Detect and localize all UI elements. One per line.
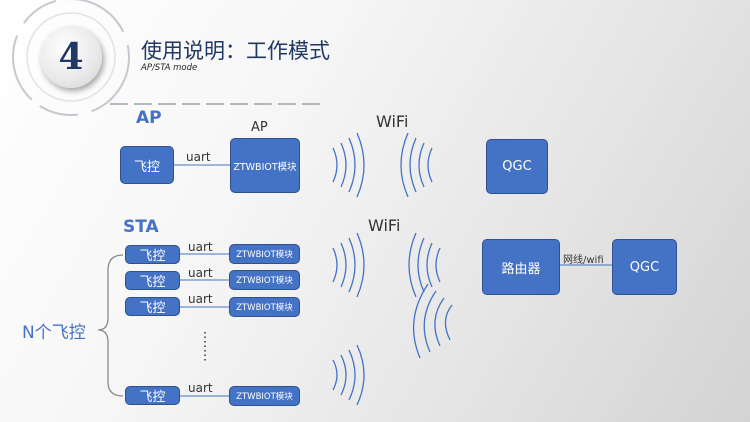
sta-wifi-waves-out-lower [332, 344, 365, 406]
sta-wifi-waves-in-lower [412, 283, 453, 359]
group-bracket [97, 254, 124, 397]
ap-wifi-waves-out [332, 132, 365, 198]
section-number-badge: 4 [40, 26, 102, 88]
sta-module-box-1: ZTWBIOT模块 [229, 244, 300, 264]
sta-wifi-waves-in-upper [408, 232, 441, 298]
sta-qgc-box: QGC [612, 239, 677, 295]
ap-module-caption: AP [251, 120, 268, 135]
sta-uart-label-3: uart [188, 292, 213, 306]
sta-flight-controller-box-1: 飞控 [125, 245, 180, 264]
sta-flight-controller-box-3: 飞控 [125, 297, 180, 316]
sta-module-box-4: ZTWBIOT模块 [229, 386, 300, 406]
sta-uart-label-2: uart [188, 266, 213, 280]
badge-ring-outer [12, 0, 130, 116]
sta-uart-label-1: uart [188, 240, 213, 254]
badge-ring-inner [26, 12, 116, 102]
ap-flight-controller-box: 飞控 [120, 146, 174, 184]
page-subtitle: AP/STA mode [141, 63, 198, 73]
sta-flight-controller-box-2: 飞控 [125, 271, 180, 290]
sta-module-box-2: ZTWBIOT模块 [229, 270, 300, 290]
page-title: 使用说明：工作模式 [141, 39, 330, 63]
ap-qgc-box: QGC [486, 139, 548, 194]
sta-module-box-3: ZTWBIOT模块 [229, 297, 300, 317]
ap-uart-label: uart [186, 150, 211, 164]
sta-uart-label-4: uart [188, 381, 213, 395]
ap-heading: AP [136, 108, 162, 128]
sta-wifi-label: WiFi [368, 216, 401, 235]
ap-module-box: ZTWBIOT模块 [230, 138, 300, 193]
sta-flight-controller-box-4: 飞控 [125, 386, 180, 405]
sta-heading: STA [123, 217, 159, 237]
ap-wifi-waves-in [400, 132, 433, 198]
ap-wifi-label: WiFi [376, 112, 409, 131]
sta-wifi-waves-out-upper [332, 232, 365, 298]
router-link-label: 网线/wifi [563, 255, 604, 266]
router-box: 路由器 [482, 239, 560, 295]
flight-controller-group-label: N个飞控 [22, 323, 86, 343]
